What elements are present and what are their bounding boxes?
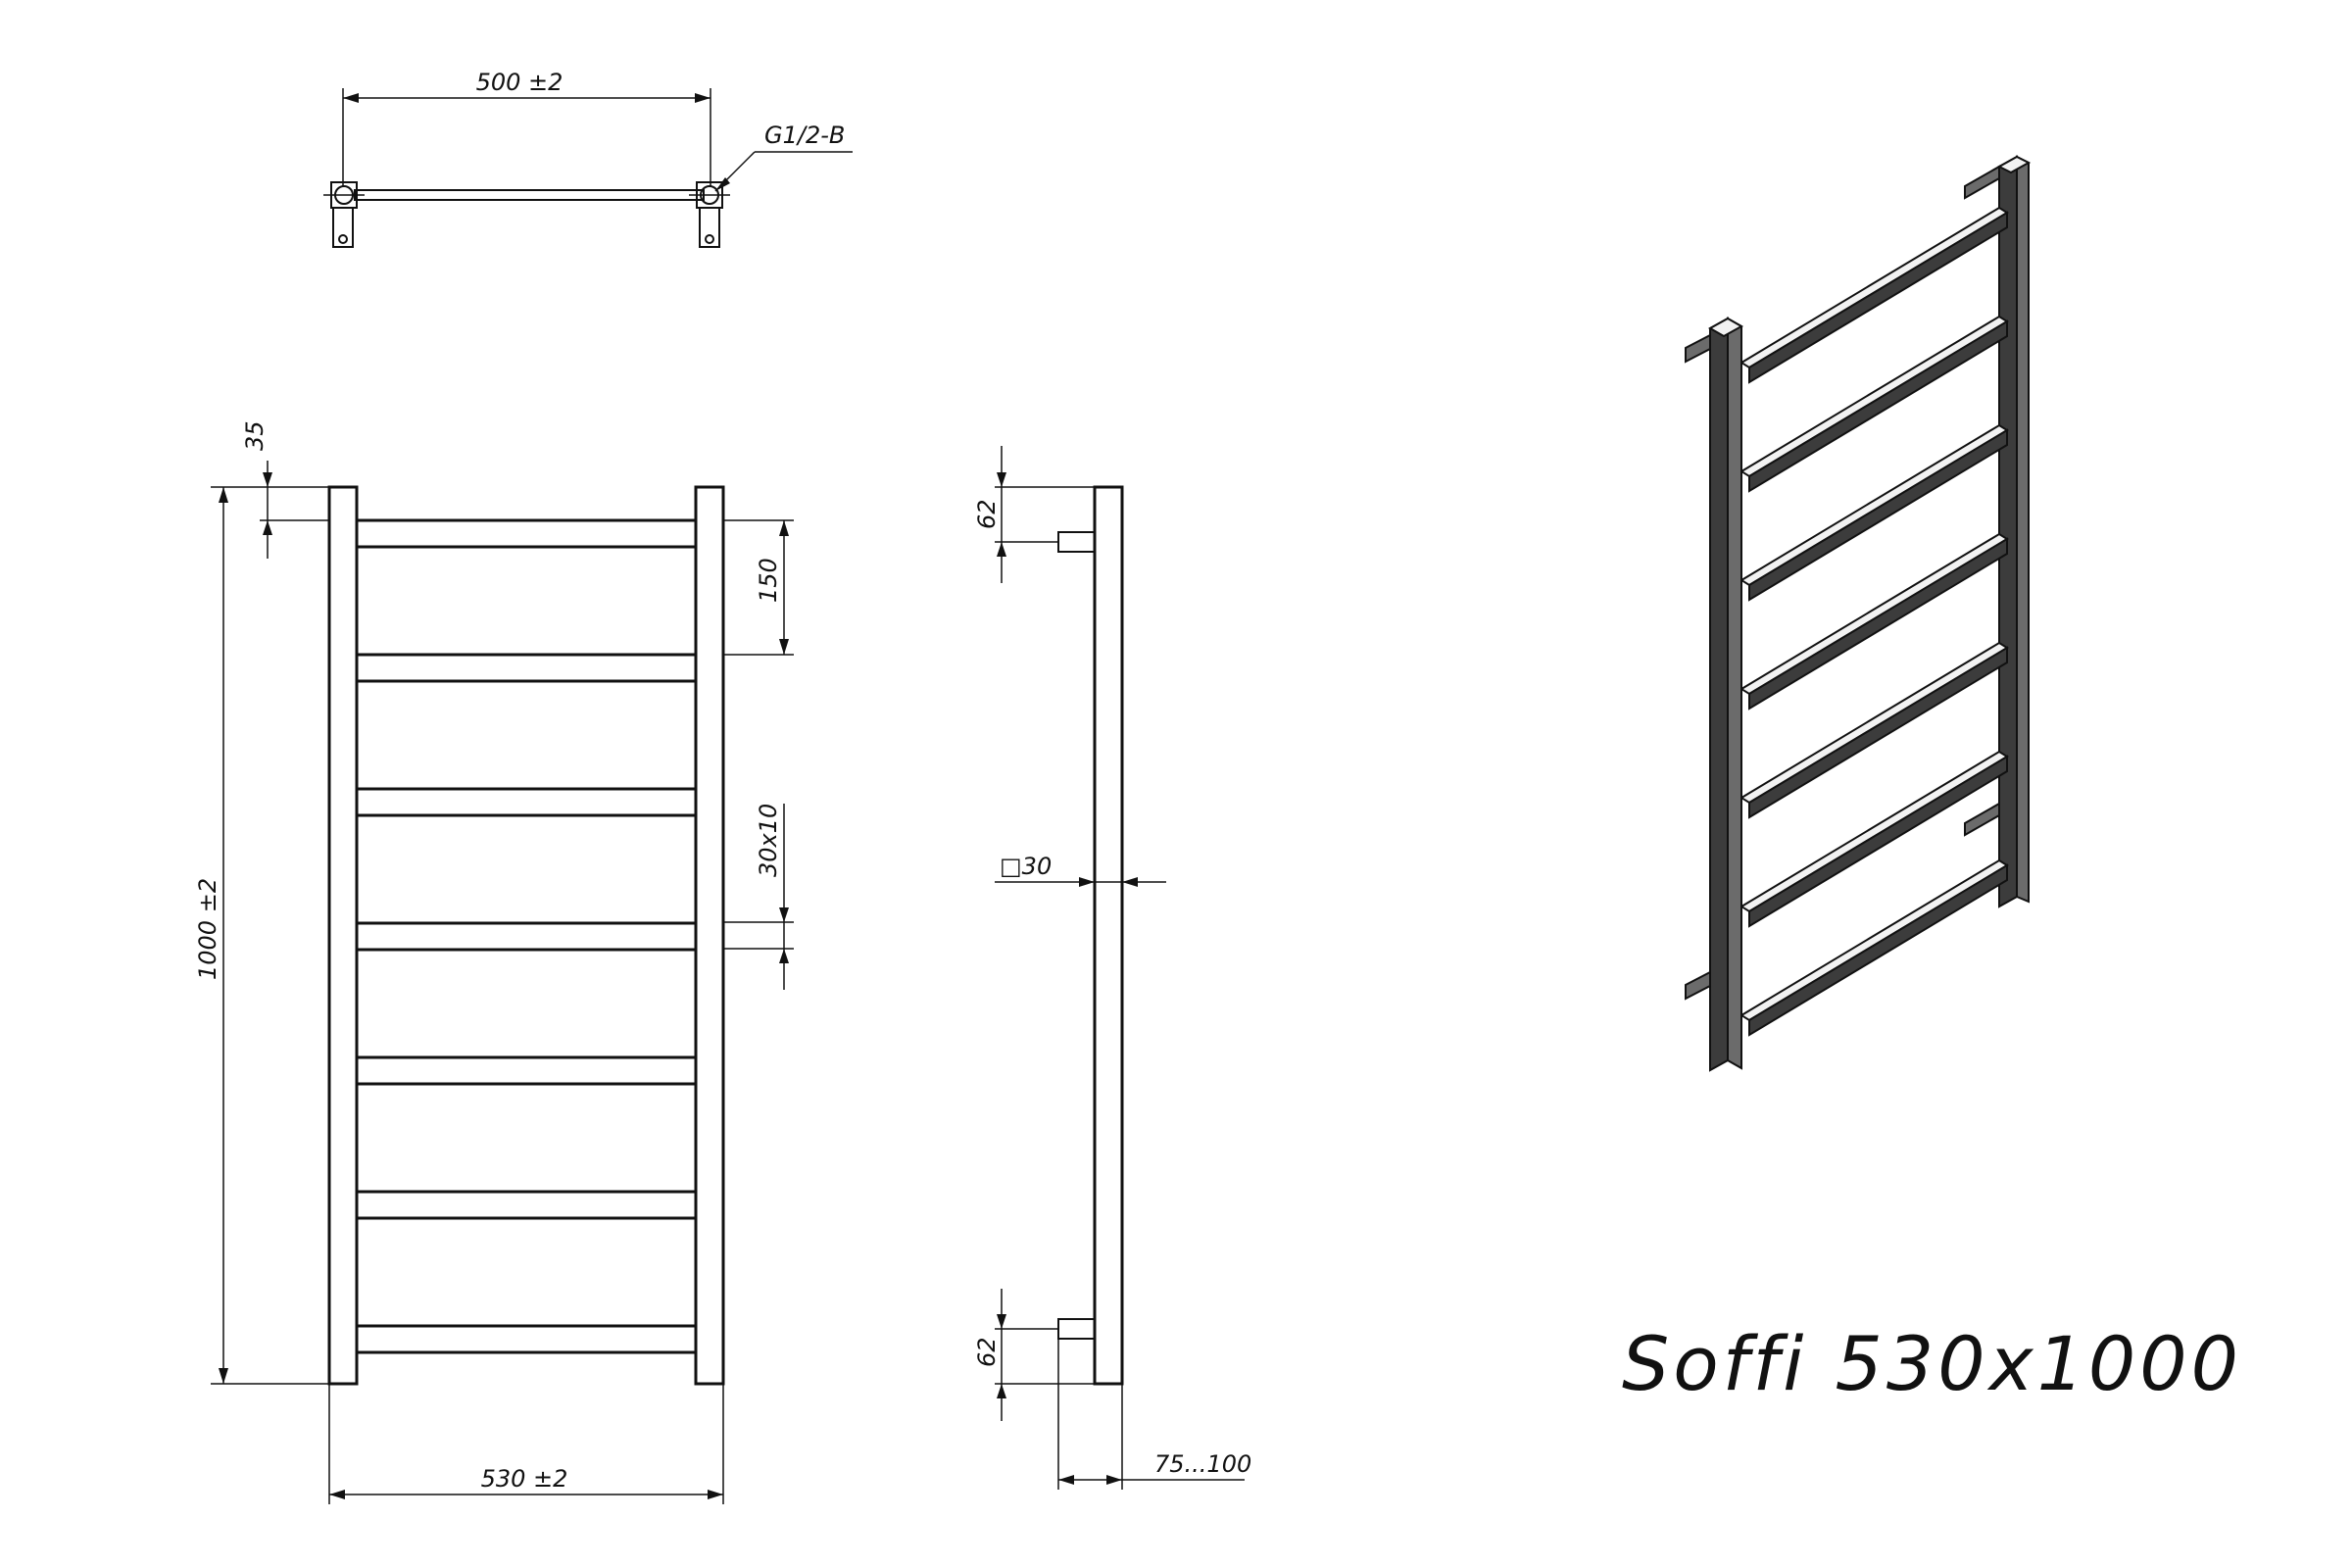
iso-rung-face <box>1748 211 2008 384</box>
front-rung <box>355 787 698 817</box>
height-label: 1000 ±2 <box>194 878 221 980</box>
side-view: 62 □30 62 75...100 <box>973 446 1251 1490</box>
iso-rungs <box>1740 206 2009 1037</box>
isometric-view <box>1685 155 2032 1072</box>
front-rung <box>355 1055 698 1086</box>
tube-section-label: □30 <box>1000 853 1052 880</box>
front-rungs <box>355 518 698 1354</box>
side-top-offset-label: 62 <box>973 499 1001 529</box>
front-rung <box>355 518 698 549</box>
thread-label: G1/2-B <box>764 122 845 149</box>
front-rung <box>355 1324 698 1354</box>
bar-spacing-label: 150 <box>755 558 782 603</box>
bar-section-label: 30x10 <box>755 804 782 877</box>
iso-rung-face <box>1748 863 2008 1037</box>
top-offset-label: 35 <box>241 420 269 451</box>
front-view: 35 1000 ±2 150 30x10 530 ±2 <box>194 420 794 1504</box>
top-width-label: 500 ±2 <box>476 69 564 96</box>
iso-rung-face <box>1748 646 2008 819</box>
iso-rung-face <box>1748 755 2008 928</box>
iso-rung-face <box>1748 319 2008 493</box>
wall-distance-label: 75...100 <box>1154 1450 1251 1478</box>
iso-rung-face <box>1748 428 2008 602</box>
front-rung <box>355 921 698 952</box>
product-title: Soffi 530x1000 <box>1622 1320 2242 1407</box>
front-rung <box>355 653 698 683</box>
top-view: 500 ±2 G1/2-B <box>323 69 853 248</box>
iso-rung-face <box>1748 537 2008 710</box>
front-rung <box>355 1190 698 1220</box>
width-label: 530 ±2 <box>481 1465 568 1493</box>
side-bottom-offset-label: 62 <box>973 1337 1001 1367</box>
